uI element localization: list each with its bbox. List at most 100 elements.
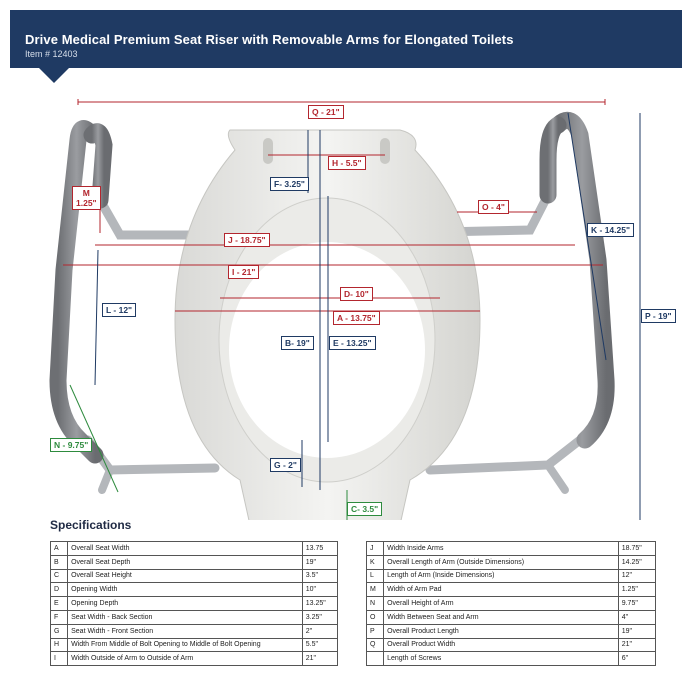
dimension-k-label: K - 14.25" xyxy=(587,223,634,237)
table-row: B Overall Seat Depth 19" xyxy=(49,554,339,570)
spec-value: 18.75" xyxy=(617,541,657,556)
spec-key: B xyxy=(49,554,69,570)
spec-value: 4" xyxy=(617,609,657,625)
table-row: G Seat Width - Front Section 2" xyxy=(49,623,339,639)
table-row: J Width Inside Arms 18.75" xyxy=(365,541,657,556)
spec-description: Width Inside Arms xyxy=(383,541,619,556)
banner-pointer xyxy=(38,67,70,83)
table-row: H Width From Middle of Bolt Opening to M… xyxy=(49,637,339,653)
specifications-table-right: J Width Inside Arms 18.75" K Overall Len… xyxy=(365,541,657,667)
spec-description: Overall Seat Height xyxy=(67,568,303,584)
spec-value: 5.5" xyxy=(301,637,339,653)
dimension-m-label: M 1.25" xyxy=(72,186,101,210)
spec-value: 14.25" xyxy=(617,554,657,570)
dimension-a-label: A - 13.75" xyxy=(333,311,380,325)
dimension-e-label: E - 13.25" xyxy=(329,336,376,350)
spec-key: C xyxy=(49,568,69,584)
table-row: P Overall Product Length 19" xyxy=(365,623,657,639)
spec-description: Opening Width xyxy=(67,582,303,598)
spec-description: Width Outside of Arm to Outside of Arm xyxy=(67,651,303,667)
spec-value: 13.25" xyxy=(301,596,339,611)
right-arm xyxy=(425,111,615,494)
spec-description: Width From Middle of Bolt Opening to Mid… xyxy=(67,637,303,653)
spec-value: 1.25" xyxy=(617,582,657,598)
spec-key: H xyxy=(49,637,69,653)
table-row: F Seat Width - Back Section 3.25" xyxy=(49,609,339,625)
spec-key: A xyxy=(49,541,69,556)
product-title: Drive Medical Premium Seat Riser with Re… xyxy=(25,32,514,47)
spec-value: 19" xyxy=(301,554,339,570)
spec-key: M xyxy=(365,582,385,598)
spec-value: 13.75 xyxy=(301,541,339,556)
spec-key: P xyxy=(365,623,385,639)
header-banner: Drive Medical Premium Seat Riser with Re… xyxy=(10,10,682,68)
spec-value: 21" xyxy=(617,637,657,653)
spec-description: Opening Depth xyxy=(67,596,303,611)
spec-description: Width Between Seat and Arm xyxy=(383,609,619,625)
table-row: A Overall Seat Width 13.75 xyxy=(49,541,339,556)
dimension-n-label: N - 9.75" xyxy=(50,438,93,452)
spec-description: Overall Product Length xyxy=(383,623,619,639)
spec-value: 9.75" xyxy=(617,596,657,611)
item-number: Item # 12403 xyxy=(25,49,78,59)
spec-value: 6" xyxy=(617,651,657,667)
spec-description: Overall Product Width xyxy=(383,637,619,653)
table-row: I Width Outside of Arm to Outside of Arm… xyxy=(49,651,339,667)
spec-value: 19" xyxy=(617,623,657,639)
dimension-f-label: F- 3.25" xyxy=(270,177,309,191)
table-row: D Opening Width 10" xyxy=(49,582,339,598)
table-row: C Overall Seat Height 3.5" xyxy=(49,568,339,584)
spec-value: 3.25" xyxy=(301,609,339,625)
spec-description: Overall Seat Width xyxy=(67,541,303,556)
spec-key: N xyxy=(365,596,385,611)
table-row: Q Overall Product Width 21" xyxy=(365,637,657,653)
spec-value: 12" xyxy=(617,568,657,584)
dimension-lines-red xyxy=(63,99,606,312)
spec-key xyxy=(365,651,385,667)
specifications-heading: Specifications xyxy=(50,518,132,532)
table-row: Length of Screws 6" xyxy=(365,651,657,667)
spec-description: Seat Width - Back Section xyxy=(67,609,303,625)
spec-description: Overall Height of Arm xyxy=(383,596,619,611)
dimension-o-label: O - 4" xyxy=(478,200,509,214)
dimension-g-label: G - 2" xyxy=(270,458,301,472)
spec-key: F xyxy=(49,609,69,625)
dimension-i-label: I - 21" xyxy=(228,265,260,279)
table-row: N Overall Height of Arm 9.75" xyxy=(365,596,657,611)
spec-key: Q xyxy=(365,637,385,653)
spec-description: Width of Arm Pad xyxy=(383,582,619,598)
table-row: K Overall Length of Arm (Outside Dimensi… xyxy=(365,554,657,570)
spec-description: Overall Length of Arm (Outside Dimension… xyxy=(383,554,619,570)
spec-key: D xyxy=(49,582,69,598)
spec-value: 10" xyxy=(301,582,339,598)
table-row: L Length of Arm (Inside Dimensions) 12" xyxy=(365,568,657,584)
spec-key: J xyxy=(365,541,385,556)
spec-key: O xyxy=(365,609,385,625)
table-row: E Opening Depth 13.25" xyxy=(49,596,339,611)
spec-description: Length of Screws xyxy=(383,651,619,667)
spec-description: Overall Seat Depth xyxy=(67,554,303,570)
dimension-h-label: H - 5.5" xyxy=(328,156,366,170)
spec-key: I xyxy=(49,651,69,667)
specifications-table-left: A Overall Seat Width 13.75 B Overall Sea… xyxy=(49,541,339,667)
spec-description: Length of Arm (Inside Dimensions) xyxy=(383,568,619,584)
spec-key: L xyxy=(365,568,385,584)
dimension-l-label: L - 12" xyxy=(102,303,137,317)
spec-key: E xyxy=(49,596,69,611)
spec-value: 2" xyxy=(301,623,339,639)
dimension-j-label: J - 18.75" xyxy=(224,233,270,247)
dimension-q-label: Q - 21" xyxy=(308,105,344,119)
spec-key: K xyxy=(365,554,385,570)
spec-value: 21" xyxy=(301,651,339,667)
dimension-d-label: D- 10" xyxy=(340,287,373,301)
dimension-p-label: P - 19" xyxy=(641,309,676,323)
product-diagram xyxy=(49,99,641,520)
table-row: M Width of Arm Pad 1.25" xyxy=(365,582,657,598)
dimension-b-label: B- 19" xyxy=(281,336,314,350)
spec-value: 3.5" xyxy=(301,568,339,584)
spec-description: Seat Width - Front Section xyxy=(67,623,303,639)
left-arm xyxy=(49,120,220,494)
spec-key: G xyxy=(49,623,69,639)
dimension-c-label: C- 3.5" xyxy=(347,502,383,516)
table-row: O Width Between Seat and Arm 4" xyxy=(365,609,657,625)
